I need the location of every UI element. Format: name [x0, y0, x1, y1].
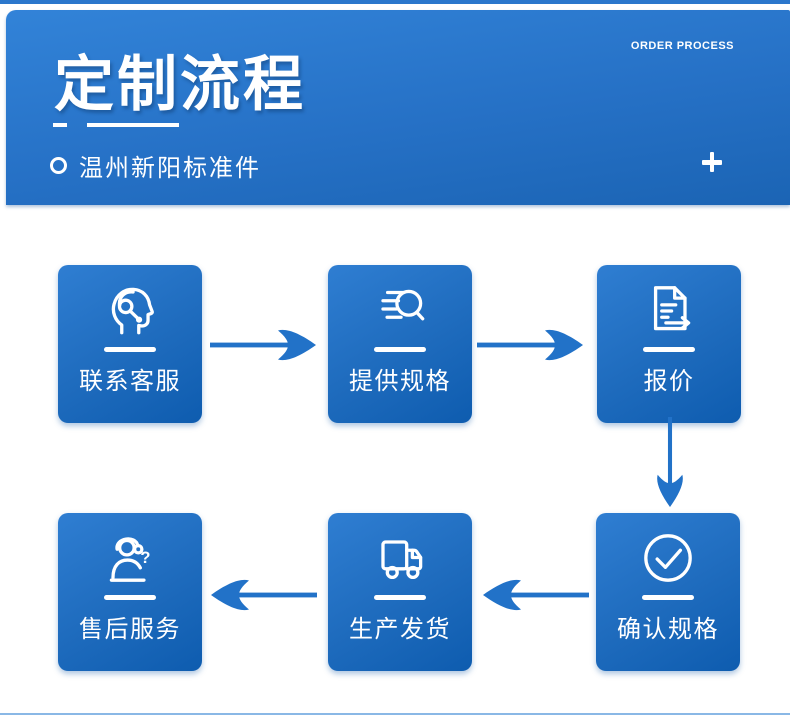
arrow-contact-to-specs-icon — [210, 327, 316, 363]
step-card-provide-specs: 提供规格 — [328, 265, 472, 423]
step-label: 报价 — [643, 368, 695, 395]
step-card-quotation: 报价 — [597, 265, 741, 423]
step-card-confirm-specs: 确认规格 — [596, 513, 740, 671]
page-title: 定制流程 — [54, 51, 306, 118]
box-divider — [104, 595, 156, 600]
svg-text:?: ? — [140, 549, 150, 567]
bottom-rule — [0, 713, 790, 715]
arrow-quote-to-confirm-icon — [655, 416, 686, 508]
after-sales-icon: ? — [97, 525, 163, 591]
delivery-truck-icon — [367, 525, 433, 591]
title-divider — [53, 123, 179, 127]
quote-document-icon — [636, 277, 702, 343]
arrow-confirm-to-production-icon — [483, 577, 589, 613]
header-tagline: ORDER PROCESS — [630, 40, 734, 52]
divider-dash — [53, 123, 67, 127]
step-card-production-shipping: 生产发货 — [328, 513, 472, 671]
box-divider — [104, 347, 156, 352]
box-divider — [642, 595, 694, 600]
box-divider — [374, 595, 426, 600]
top-strip — [0, 0, 790, 4]
step-label: 生产发货 — [349, 616, 451, 643]
plus-icon[interactable] — [702, 152, 722, 172]
step-card-after-sales: ? 售后服务 — [58, 513, 202, 671]
box-divider — [374, 347, 426, 352]
step-label: 提供规格 — [349, 368, 451, 395]
confirm-check-icon — [635, 525, 701, 591]
brand-name: 温州新阳标准件 — [79, 155, 261, 182]
customer-service-icon — [97, 277, 163, 343]
step-label: 确认规格 — [617, 616, 719, 643]
step-card-contact-service: 联系客服 — [58, 265, 202, 423]
spec-search-icon — [367, 277, 433, 343]
arrow-production-to-aftersales-icon — [211, 577, 317, 613]
step-label: 售后服务 — [79, 616, 181, 643]
circle-bullet-icon — [50, 157, 67, 174]
arrow-specs-to-quote-icon — [477, 327, 583, 363]
brand-row: 温州新阳标准件 — [50, 148, 261, 183]
divider-line — [87, 123, 179, 127]
box-divider — [643, 347, 695, 352]
step-label: 联系客服 — [79, 368, 181, 395]
header-banner: 定制流程 ORDER PROCESS 温州新阳标准件 — [6, 10, 790, 205]
